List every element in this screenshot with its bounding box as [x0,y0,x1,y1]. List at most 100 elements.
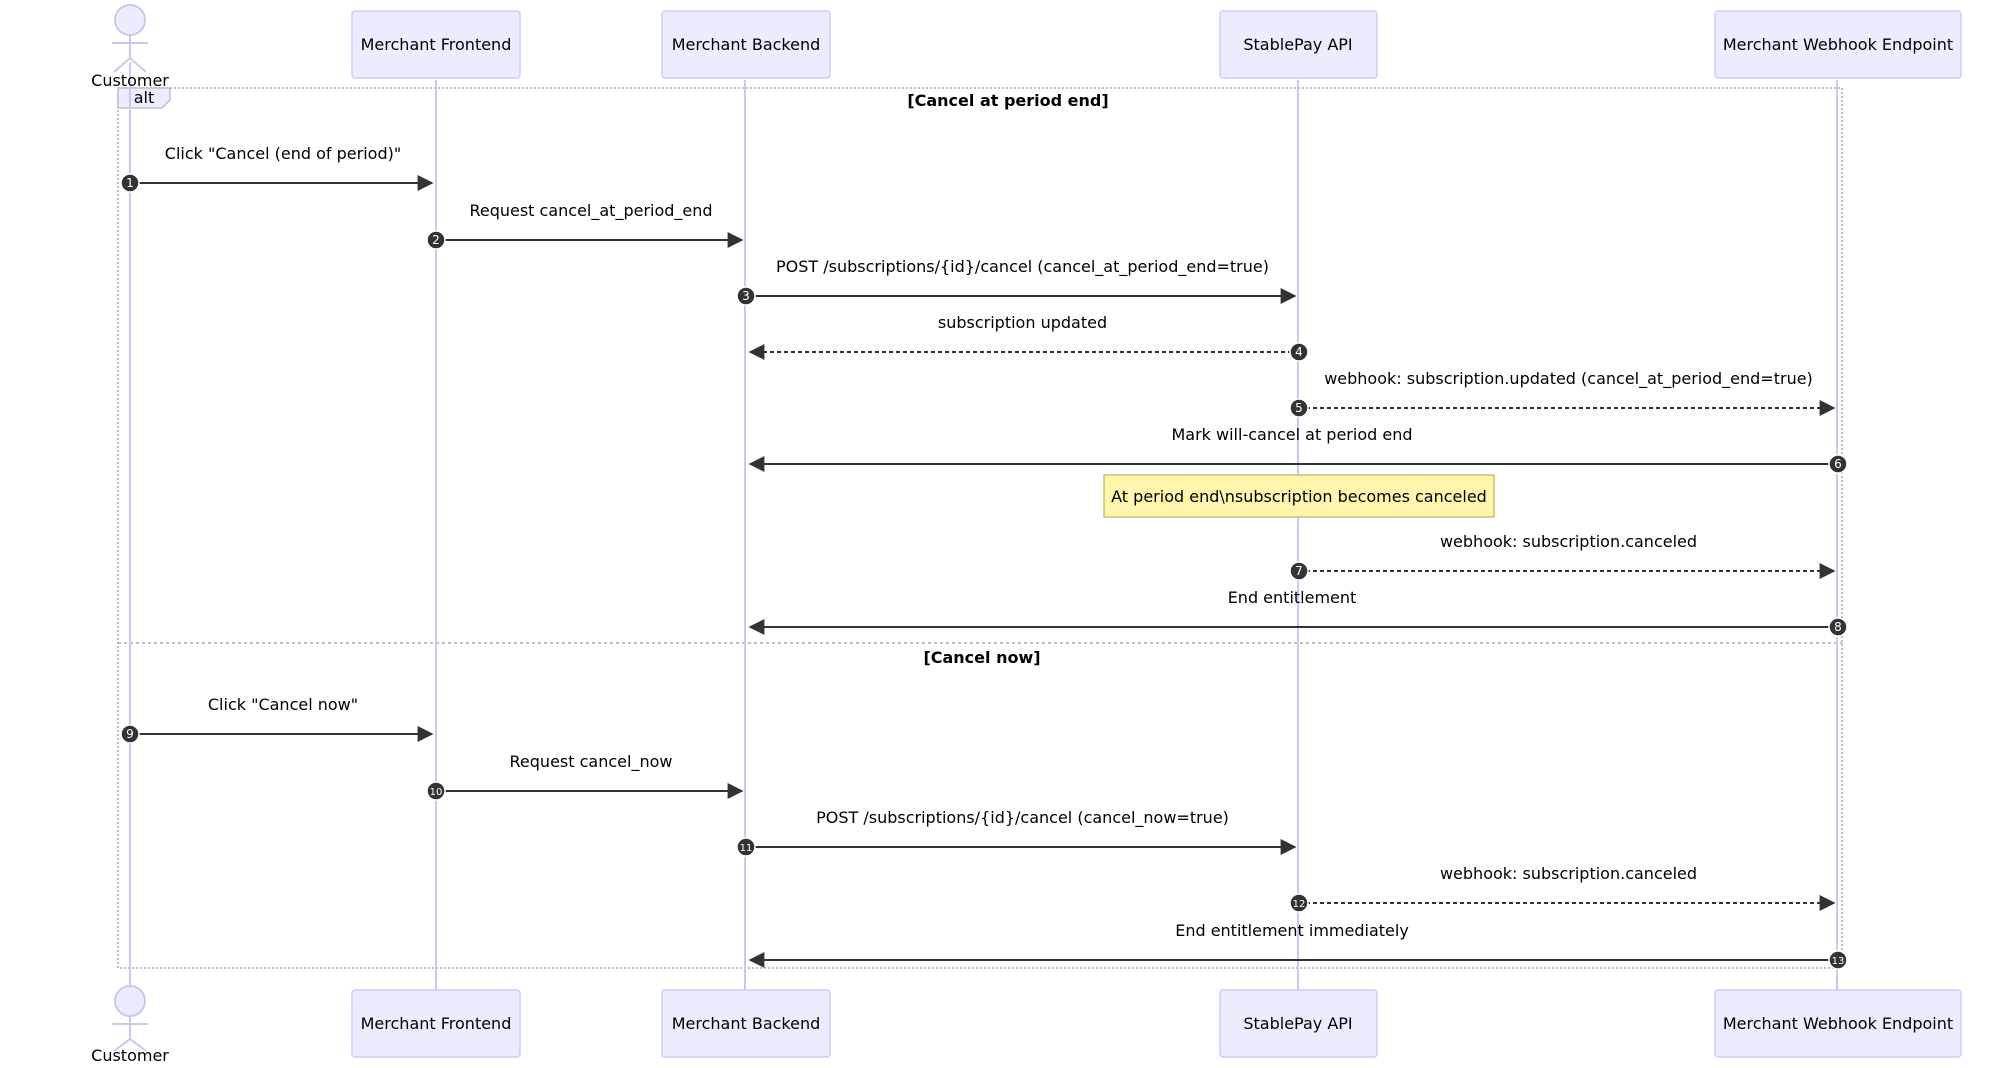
sequence-number: 13 [1832,956,1845,967]
actor-leg-left [113,57,131,73]
sequence-number-badge [426,781,446,801]
participant-label-webhook-bottom: Merchant Webhook Endpoint [1723,1014,1953,1033]
participant-backend-top[interactable]: Merchant Backend [661,10,831,79]
message-12[interactable]: 12 webhook: subscription.canceled [1289,864,1836,913]
participant-label-customer: Customer [91,71,169,90]
sequence-number-badge [120,173,140,193]
participant-box [351,10,521,79]
participant-label-webhook: Merchant Webhook Endpoint [1723,35,1953,54]
message-label: Click "Cancel (end of period)" [165,144,401,163]
message-7[interactable]: 7 webhook: subscription.canceled [1289,532,1836,581]
actor-leg-right [129,57,147,73]
message-label: subscription updated [938,313,1107,332]
sequence-number-badge [1828,617,1848,637]
message-label: webhook: subscription.canceled [1440,532,1697,551]
sequence-number: 2 [432,233,440,247]
actor-head [114,4,146,36]
alt-keyword: alt [134,88,155,107]
participant-label-api: StablePay API [1243,35,1352,54]
participant-box [1219,10,1378,79]
sequence-number: 9 [126,727,134,741]
message-9[interactable]: 9 Click "Cancel now" [120,695,434,744]
participants-bottom: Customer Merchant Frontend Merchant Back… [91,985,1962,1065]
sequence-number-badge [1828,950,1848,970]
participant-webhook-bottom[interactable]: Merchant Webhook Endpoint [1714,989,1962,1058]
alt-fragment: alt [Cancel at period end] [Cancel now] [117,87,1843,969]
message-label: Click "Cancel now" [208,695,358,714]
message-10[interactable]: 10 Request cancel_now [426,752,744,801]
message-8[interactable]: 8 End entitlement [748,588,1848,637]
participant-api-bottom[interactable]: StablePay API [1219,989,1378,1058]
sequence-number-badge [736,837,756,857]
participant-label-frontend: Merchant Frontend [361,35,512,54]
participant-frontend-bottom[interactable]: Merchant Frontend [351,989,521,1058]
message-label: Request cancel_now [510,752,673,772]
participant-box [1714,10,1962,79]
participant-label-frontend-bottom: Merchant Frontend [361,1014,512,1033]
sequence-number: 1 [126,176,134,190]
message-13[interactable]: 13 End entitlement immediately [748,921,1848,970]
sequence-number: 10 [430,787,443,798]
actor-customer-bottom[interactable]: Customer [91,985,169,1065]
participant-box [661,989,831,1058]
sequence-number: 5 [1295,401,1303,415]
message-5[interactable]: 5 webhook: subscription.updated (cancel_a… [1289,369,1836,418]
participant-api-top[interactable]: StablePay API [1219,10,1378,79]
actor-head [114,985,146,1017]
actor-customer-top[interactable]: Customer [91,4,169,90]
participant-box [351,989,521,1058]
message-label: Request cancel_at_period_end [469,201,712,221]
message-4[interactable]: 4 subscription updated [748,313,1309,362]
message-label: Mark will-cancel at period end [1171,425,1412,444]
note-over-api: At period end\nsubscription becomes canc… [1103,474,1495,518]
alt-condition-1: [Cancel at period end] [907,91,1108,110]
lifelines [129,62,1838,1000]
message-2[interactable]: 2 Request cancel_at_period_end [426,201,744,250]
message-label: POST /subscriptions/{id}/cancel (cancel_… [816,808,1229,828]
participant-label-backend-bottom: Merchant Backend [672,1014,821,1033]
note-box [1103,474,1495,518]
message-label: webhook: subscription.updated (cancel_at… [1324,369,1813,389]
participant-box [1714,989,1962,1058]
participant-label-customer-bottom: Customer [91,1046,169,1064]
sequence-number: 12 [1293,899,1306,910]
message-11[interactable]: 11 POST /subscriptions/{id}/cancel (cance… [736,808,1297,857]
message-3[interactable]: 3 POST /subscriptions/{id}/cancel (cancel… [736,257,1297,306]
sequence-number: 6 [1834,457,1842,471]
message-6[interactable]: 6 Mark will-cancel at period end [748,425,1848,474]
sequence-number-badge [736,286,756,306]
participant-label-backend: Merchant Backend [672,35,821,54]
participant-label-api-bottom: StablePay API [1243,1014,1352,1033]
sequence-number: 7 [1295,564,1303,578]
participant-box [1219,989,1378,1058]
sequence-number: 3 [742,289,750,303]
participant-backend-bottom[interactable]: Merchant Backend [661,989,831,1058]
actor-leg-right [129,1038,147,1052]
alt-condition-2: [Cancel now] [923,648,1040,667]
participant-frontend-top[interactable]: Merchant Frontend [351,10,521,79]
participants-top: Customer Merchant Frontend Merchant Back… [91,4,1962,90]
message-1[interactable]: 1 Click "Cancel (end of period)" [120,144,434,193]
participant-webhook-top[interactable]: Merchant Webhook Endpoint [1714,10,1962,79]
sequence-number: 4 [1295,345,1303,359]
sequence-number-badge [1828,454,1848,474]
message-label: webhook: subscription.canceled [1440,864,1697,883]
sequence-number-badge [120,724,140,744]
sequence-number-badge [1289,893,1309,913]
message-label: End entitlement immediately [1175,921,1409,940]
sequence-number: 11 [740,843,753,854]
actor-leg-left [113,1038,131,1052]
message-label: End entitlement [1228,588,1357,607]
note-text: At period end\nsubscription becomes canc… [1111,487,1487,506]
sequence-number-badge [1289,342,1309,362]
participant-box [661,10,831,79]
sequence-number-badge [426,230,446,250]
message-label: POST /subscriptions/{id}/cancel (cancel_… [776,257,1269,277]
alt-frame [117,87,1843,969]
sequence-number-badge [1289,561,1309,581]
sequence-number: 8 [1834,620,1842,634]
sequence-number-badge [1289,398,1309,418]
